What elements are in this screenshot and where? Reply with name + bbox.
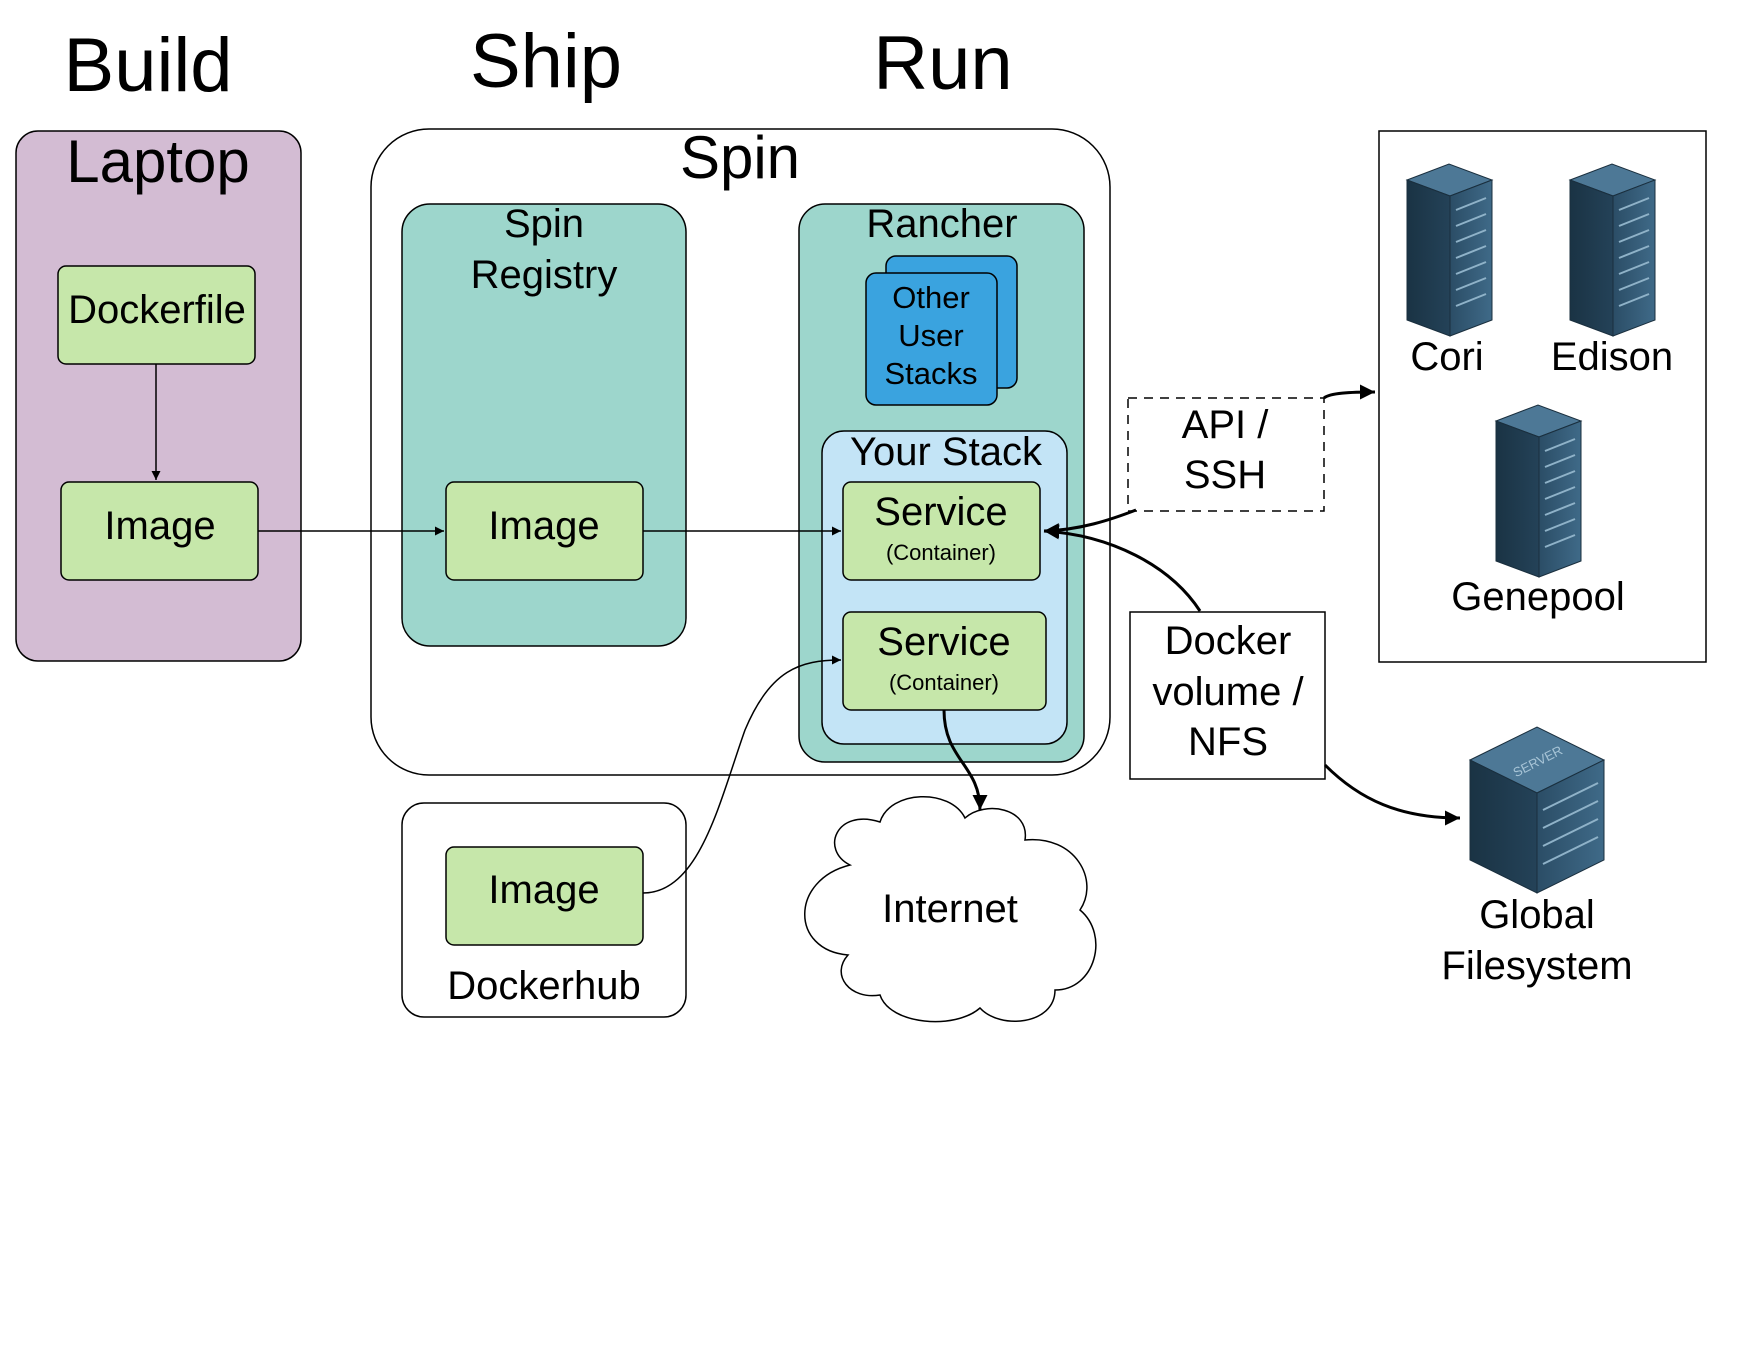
phase-build-label: Build: [64, 23, 233, 108]
dockerhub-container: Image Dockerhub: [401, 802, 687, 1018]
server-rack-icon: [1494, 404, 1583, 578]
spin-title: Spin: [680, 124, 800, 191]
connectors: [151, 364, 1461, 894]
server-rack-icon: [1405, 163, 1494, 337]
service-container-2: Service (Container): [842, 611, 1047, 711]
laptop-title: Laptop: [66, 128, 250, 195]
storage-server-icon: SERVER: [1468, 726, 1606, 894]
service-container-1: Service (Container): [842, 481, 1041, 581]
rancher-container: Rancher Other User Stacks Your Stack Ser…: [798, 202, 1085, 763]
laptop-container: Laptop Dockerfile Image: [15, 128, 302, 662]
spin-registry: Spin Registry Image: [401, 202, 687, 647]
dockerhub-title: Dockerhub: [447, 964, 640, 1008]
global-fs-line2: Filesystem: [1441, 944, 1632, 988]
global-fs-line1: Global: [1479, 893, 1595, 937]
registry-title-line1: Spin: [504, 202, 584, 246]
docker-volume-line2: volume /: [1152, 670, 1304, 714]
arrow-volume-to-global-fs: [1323, 763, 1461, 826]
arrow-service-to-internet: [942, 709, 988, 811]
phase-run-label: Run: [873, 21, 1012, 106]
docker-volume-line1: Docker: [1165, 619, 1292, 663]
other-stacks-line2: User: [898, 318, 963, 353]
service-1-sub: (Container): [886, 540, 996, 565]
server-cori-label: Cori: [1410, 335, 1483, 379]
api-ssh-line1: API /: [1182, 403, 1270, 447]
registry-title-line2: Registry: [471, 253, 618, 297]
server-genepool-label: Genepool: [1451, 575, 1624, 619]
server-edison-label: Edison: [1551, 335, 1673, 379]
service-2-sub: (Container): [889, 670, 999, 695]
arrow-dockerhub-to-service: [642, 655, 842, 894]
registry-image-label: Image: [488, 504, 599, 548]
arrow-volume-to-service: [1043, 524, 1202, 612]
arrow-api-to-hpc: [1323, 384, 1376, 400]
dockerhub-image-label: Image: [488, 868, 599, 912]
api-ssh-line2: SSH: [1184, 453, 1266, 497]
dockerfile-label: Dockerfile: [68, 288, 246, 332]
other-stacks-line1: Other: [892, 280, 970, 315]
your-stack: Your Stack Service (Container) Service (…: [821, 430, 1068, 745]
rancher-title: Rancher: [866, 202, 1017, 246]
your-stack-title: Your Stack: [850, 430, 1043, 474]
phase-ship-label: Ship: [470, 19, 622, 104]
other-stacks-line3: Stacks: [884, 356, 977, 391]
service-1-name: Service: [874, 490, 1007, 534]
internet-label: Internet: [882, 887, 1018, 931]
other-user-stacks: Other User Stacks: [865, 255, 1018, 406]
docker-volume-line3: NFS: [1188, 720, 1268, 764]
docker-volume-box: Docker volume / NFS: [1129, 611, 1326, 780]
internet-cloud: Internet: [804, 796, 1097, 1023]
service-2-name: Service: [877, 620, 1010, 664]
api-ssh-box: API / SSH: [1127, 397, 1325, 512]
hpc-systems-box: Cori Edison Genepo: [1378, 130, 1707, 663]
laptop-image-label: Image: [104, 504, 215, 548]
server-rack-icon: [1568, 163, 1657, 337]
dockerhub-image-box: [445, 846, 644, 946]
